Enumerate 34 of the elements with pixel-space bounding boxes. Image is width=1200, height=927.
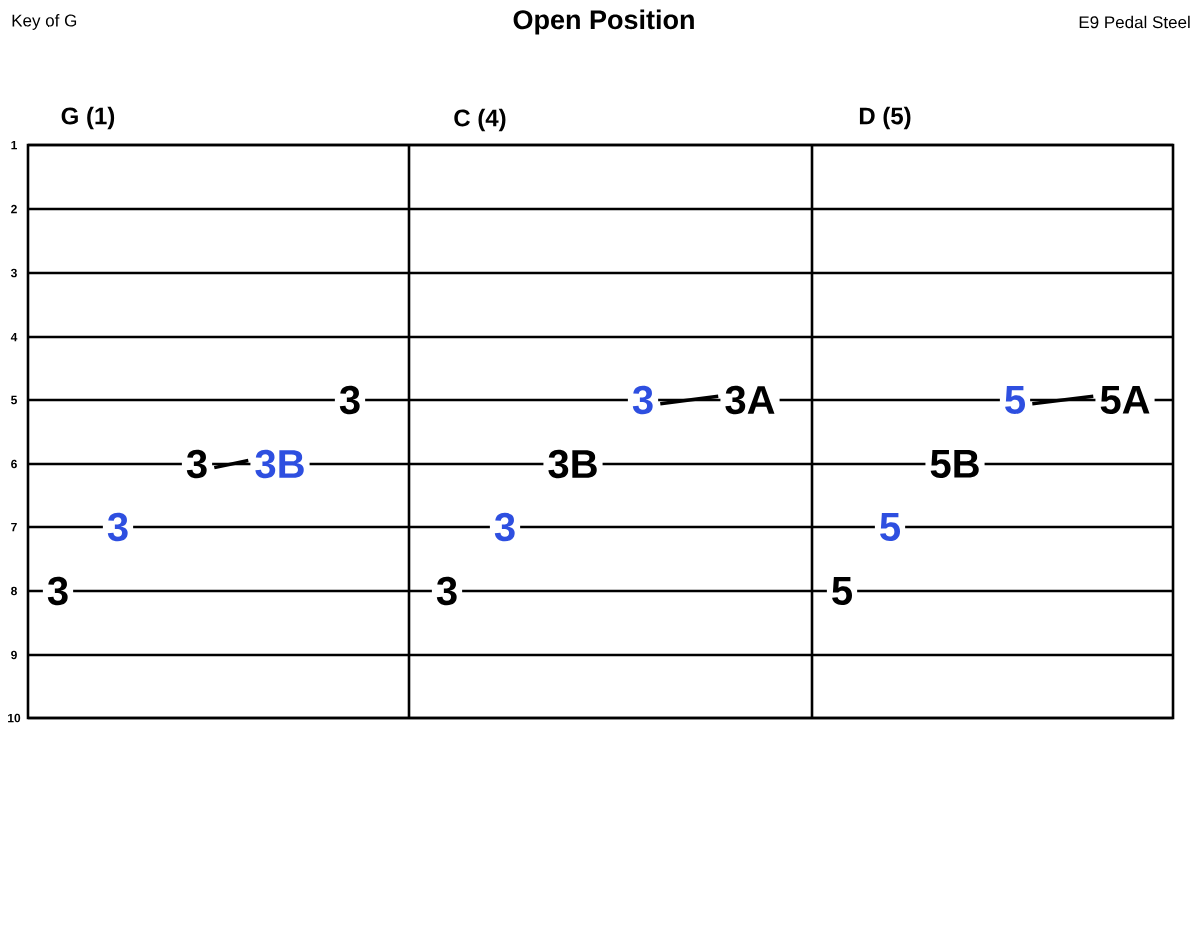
fret-number: 5 bbox=[999, 382, 1031, 418]
string-number: 7 bbox=[9, 521, 19, 533]
title: Open Position bbox=[513, 9, 694, 35]
fret-number: 3 bbox=[102, 508, 134, 546]
string-number: 2 bbox=[9, 203, 19, 215]
chord-heading: G (1) bbox=[59, 105, 117, 131]
fret-number: 3 bbox=[627, 381, 659, 419]
slide-line bbox=[660, 394, 719, 406]
string-number: 10 bbox=[6, 712, 22, 724]
fret-number: 3 bbox=[42, 572, 74, 610]
fret-number: 5 bbox=[874, 509, 906, 545]
fret-number: 3 bbox=[431, 572, 463, 610]
fret-number: 5B bbox=[925, 446, 985, 482]
string-number: 8 bbox=[9, 585, 19, 597]
slide-line bbox=[1032, 394, 1094, 406]
header-text: Key of G bbox=[10, 13, 79, 31]
fret-number: 3 bbox=[334, 381, 366, 419]
fret-number: 3 bbox=[489, 508, 521, 546]
header-text: E9 Pedal Steel bbox=[1077, 14, 1192, 30]
string-number: 3 bbox=[9, 267, 19, 279]
fret-number: 3B bbox=[250, 445, 310, 483]
fret-number: 5A bbox=[1095, 382, 1155, 418]
chord-heading: D (5) bbox=[857, 105, 913, 131]
fret-number: 5 bbox=[826, 573, 858, 609]
chord-heading: C (4) bbox=[452, 107, 508, 133]
string-number: 5 bbox=[9, 394, 19, 406]
string-number: 4 bbox=[9, 331, 19, 343]
string-number: 9 bbox=[9, 649, 19, 661]
fret-number: 3A bbox=[720, 381, 780, 419]
fret-number: 3B bbox=[543, 445, 603, 483]
string-number: 1 bbox=[9, 139, 19, 151]
slide-line bbox=[213, 458, 249, 470]
string-number: 6 bbox=[9, 458, 19, 470]
fret-number: 3 bbox=[181, 445, 213, 483]
